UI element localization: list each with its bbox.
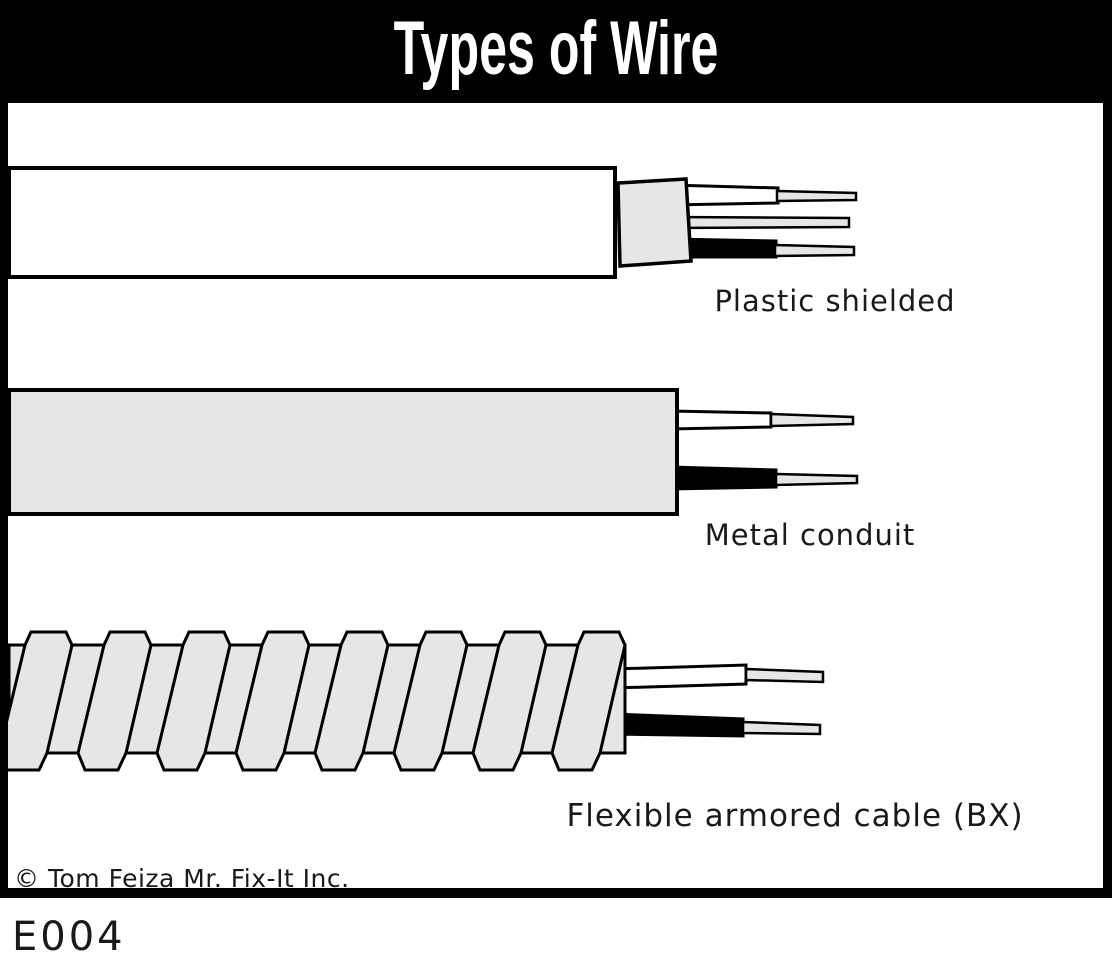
metal-conduit-drawing [7,388,859,516]
bx-armor-wrap [76,630,153,772]
figure-code: E004 [12,914,126,958]
bx-armor-wrap [313,630,390,772]
plastic-shielded-cable-drawing [7,166,858,279]
bx-armor-wrap [550,630,627,772]
bx-cable-drawing [8,630,825,772]
bx-armor-wraps [8,630,627,772]
label-flexible-armored: Flexible armored cable (BX) [566,798,1024,834]
bx-armor-wrap [392,630,469,772]
bare-wire-tip [741,720,822,736]
bx-armor-wrap [471,630,548,772]
plastic-sheath-body [7,166,617,279]
bare-wire-tip [774,472,859,487]
sheath-stub [616,177,693,268]
ground-wire-bare [668,215,851,230]
copyright-notice: © Tom Feiza Mr. Fix-It Inc. [14,864,350,893]
bare-wire-tip [744,667,825,684]
hot-wire-insulation-black [610,712,745,738]
bx-armor-wrap [8,630,74,772]
conduit-body [7,388,679,516]
label-plastic-shielded: Plastic shielded [714,284,956,318]
bare-wire-tip [773,243,856,258]
bare-wire-tip [769,412,855,428]
label-metal-conduit: Metal conduit [704,518,916,552]
bare-wire-tip [775,189,858,203]
bx-armor-wrap [234,630,311,772]
neutral-wire-insulation-white [610,663,748,690]
neutral-wire-insulation-white [668,409,773,431]
title-band: Types of Wire [0,0,1112,103]
bx-armor-wrap [155,630,232,772]
hot-wire-insulation-black [668,465,778,491]
page-title: Types of Wire [393,5,719,91]
